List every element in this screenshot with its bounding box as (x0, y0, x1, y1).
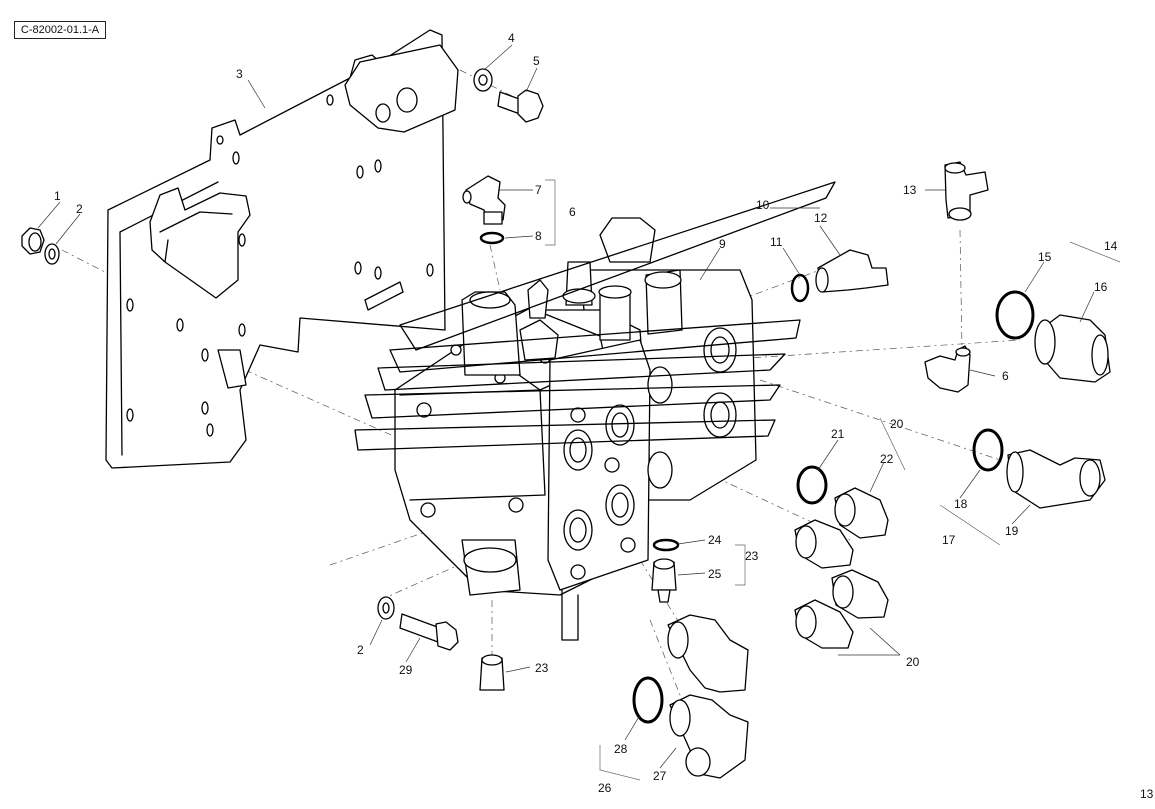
callout-3: 3 (236, 67, 243, 81)
page-number: 13 (1140, 787, 1154, 801)
elbow-fitting-19 (972, 428, 1106, 509)
straight-fittings-group (794, 465, 889, 649)
callout-6-right: 6 (1002, 369, 1009, 383)
bolt-and-washer-bottom (377, 596, 505, 691)
callout-labels: 1 2 3 4 5 6 7 8 9 10 11 12 13 14 15 16 6… (54, 31, 1118, 795)
callout-24: 24 (708, 533, 722, 547)
mounting-plate (105, 29, 459, 469)
control-valve-assembly (354, 181, 836, 641)
callout-7: 7 (535, 183, 542, 197)
callout-20-bottom: 20 (906, 655, 920, 669)
callout-11: 11 (770, 235, 783, 249)
straight-fitting-16 (995, 290, 1111, 383)
callout-20-top: 20 (890, 417, 904, 431)
elbow-fitting-12 (790, 249, 889, 303)
callout-5: 5 (533, 54, 540, 68)
callout-12: 12 (814, 211, 828, 225)
callout-1: 1 (54, 189, 61, 203)
adapter-25 (651, 538, 680, 603)
callout-29: 29 (399, 663, 413, 677)
tee-fitting-13 (944, 161, 989, 221)
callout-28: 28 (614, 742, 628, 756)
callout-21: 21 (831, 427, 845, 441)
callout-14: 14 (1104, 239, 1118, 253)
callout-27: 27 (653, 769, 667, 783)
callout-2: 2 (76, 202, 83, 216)
callout-19: 19 (1005, 524, 1019, 538)
callout-6: 6 (569, 205, 576, 219)
callout-9: 9 (719, 237, 726, 251)
callout-18: 18 (954, 497, 968, 511)
callout-2-bottom: 2 (357, 643, 364, 657)
callout-26: 26 (598, 781, 612, 795)
leader-lines (37, 44, 1121, 781)
callout-22: 22 (880, 452, 894, 466)
elbow-fitting-6-right (924, 345, 971, 393)
callout-13: 13 (903, 183, 917, 197)
callout-25: 25 (708, 567, 722, 581)
callout-23-right: 23 (745, 549, 759, 563)
elbow-fittings-27 (632, 614, 749, 779)
callout-23-bottom: 23 (535, 661, 549, 675)
reference-code-label: C-82002-01.1-A (14, 21, 106, 39)
elbow-fitting-top (462, 175, 506, 245)
callout-8: 8 (535, 229, 542, 243)
callout-16: 16 (1094, 280, 1108, 294)
washer-and-bolt-top (473, 68, 544, 123)
callout-17: 17 (942, 533, 956, 547)
callout-15: 15 (1038, 250, 1052, 264)
callout-10: 10 (756, 198, 770, 212)
callout-4: 4 (508, 31, 515, 45)
nut-and-washer-left (21, 227, 60, 265)
